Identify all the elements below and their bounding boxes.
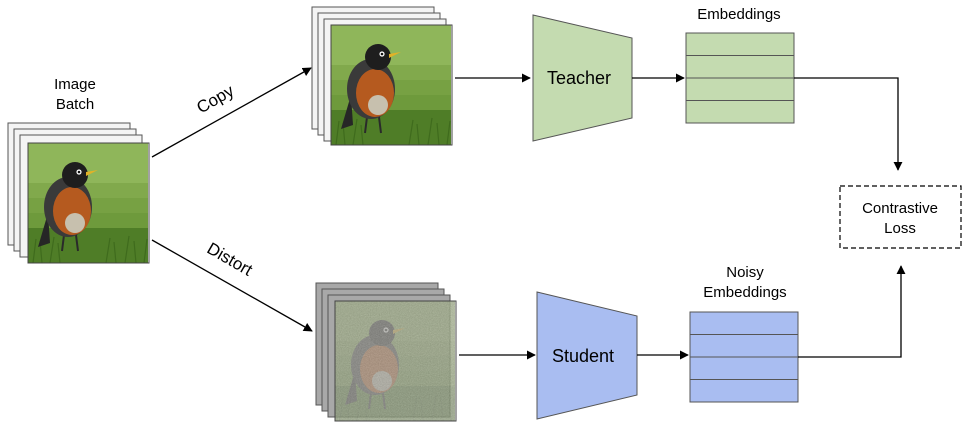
- student-encoder: [536, 291, 638, 420]
- embedding-row: [685, 32, 795, 56]
- embedding-row: [685, 100, 795, 124]
- contrastive-loss-label-line2: Loss: [884, 220, 916, 237]
- teacher-encoder: [532, 14, 633, 142]
- image-batch-stack: [7, 122, 150, 264]
- contrastive-loss-box: [839, 185, 962, 249]
- copied-batch-stack: [311, 6, 453, 146]
- embeddings-block: [685, 32, 795, 124]
- noisy-embeddings-title-line1: Noisy: [726, 264, 764, 281]
- bird-photo-copy-icon: [330, 24, 452, 146]
- teacher-label: Teacher: [547, 68, 611, 88]
- noisy-embeddings-to-loss-connector: [798, 265, 906, 358]
- embedding-row: [685, 77, 795, 101]
- embedding-row: [685, 55, 795, 79]
- copy-label: Copy: [193, 81, 237, 118]
- bird-photo-icon: [27, 142, 149, 264]
- noisy-embeddings-title-line2: Embeddings: [703, 284, 786, 301]
- image-batch-label-line1: Image: [54, 76, 96, 93]
- contrastive-loss-label-line1: Contrastive: [862, 200, 938, 217]
- embeddings-title: Embeddings: [697, 6, 780, 23]
- noisy-embedding-row: [689, 334, 799, 358]
- noisy-embedding-row: [689, 379, 799, 403]
- noisy-embeddings-block: [689, 311, 799, 403]
- student-label: Student: [552, 346, 614, 366]
- distort-arrow: [151, 239, 313, 332]
- noisy-embedding-row: [689, 311, 799, 335]
- image-batch-label-line2: Batch: [56, 96, 94, 113]
- embeddings-to-loss-connector: [794, 77, 903, 171]
- noisy-bird-photo-icon: [334, 300, 456, 422]
- distorted-batch-stack: [315, 282, 457, 422]
- copy-arrow: [151, 67, 312, 158]
- noisy-embedding-row: [689, 356, 799, 380]
